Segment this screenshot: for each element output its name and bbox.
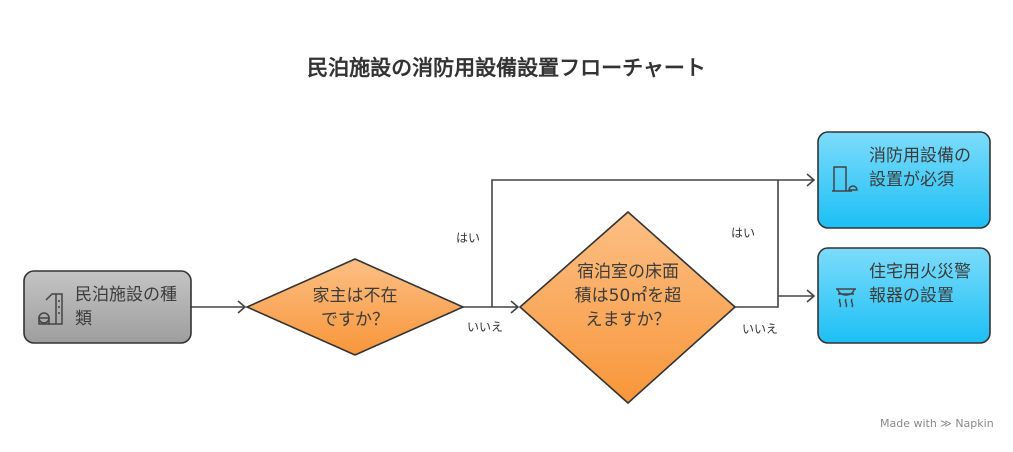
- connectors: [191, 173, 816, 314]
- door-bell-icon: [832, 166, 858, 192]
- smoke-detector-icon: [836, 288, 856, 308]
- start-node-label: 民泊施設の種類: [75, 285, 177, 329]
- q2-yes-label: はい: [731, 226, 756, 240]
- page-title: 民泊施設の消防用設備設置フローチャート: [307, 56, 706, 80]
- decision-1-diamond: [245, 258, 465, 356]
- decision-2-diamond: [518, 210, 737, 405]
- decision-2-label: 宿泊室の床面積は50㎡を超えますか？: [574, 262, 682, 330]
- building-icon: [38, 293, 63, 325]
- result-1-box: [817, 131, 991, 229]
- q1-no-label: いいえ: [467, 320, 504, 334]
- q2-no-label: いいえ: [742, 322, 779, 336]
- result-2-box: [817, 247, 991, 344]
- result-2-label: 住宅用火災警報器の設置: [869, 262, 971, 306]
- start-node-box: [23, 270, 192, 344]
- decision-1-label: 家主は不在ですか？: [312, 286, 398, 330]
- result-1-label: 消防用設備の設置が必須: [869, 146, 971, 190]
- q1-yes-label: はい: [456, 231, 481, 245]
- napkin-footer: Made with ≫ Napkin: [880, 417, 994, 430]
